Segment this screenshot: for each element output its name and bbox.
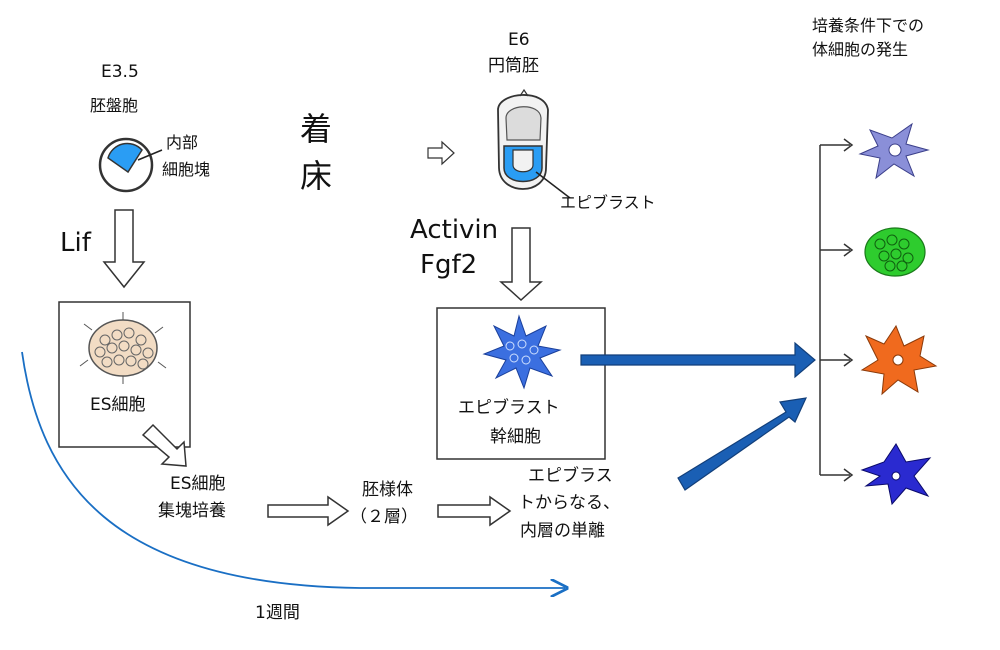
blastocyst-stage-label: E3.5: [101, 62, 139, 82]
somatic-purple-icon: [858, 122, 930, 180]
aggregate-label-line2: 集塊培養: [158, 501, 226, 521]
embryoid-label-line1: 胚様体: [362, 480, 413, 500]
epiblast-label: エピブラスト: [560, 193, 656, 212]
timeline-curve: [21, 351, 565, 588]
egg-cylinder-stage-label: E6: [508, 30, 530, 50]
activin-label: Activin: [410, 215, 499, 245]
embryoid-to-separation-arrow: [437, 495, 512, 527]
aggregate-to-embryoid-arrow: [267, 495, 350, 527]
aggregate-label-line1: ES細胞: [170, 474, 226, 494]
embryoid-label-line2: （２層）: [350, 507, 418, 527]
somatic-header-line1: 培養条件下での: [812, 16, 925, 35]
epi-to-somatic-arrow: [580, 341, 816, 379]
implantation-arrow: [427, 140, 455, 166]
somatic-blue-icon: [860, 443, 932, 506]
epi-colony-icon: [482, 314, 562, 390]
egg-cylinder-icon: [497, 88, 571, 199]
somatic-bracket: [819, 138, 854, 482]
blastocyst-label: 胚盤胞: [90, 96, 139, 115]
separation-label-line2: トからなる、: [518, 493, 620, 513]
somatic-orange-icon: [860, 324, 938, 396]
lif-arrow: [102, 209, 146, 289]
somatic-green-icon: [864, 227, 926, 277]
separation-label-line1: エピブラス: [528, 466, 613, 486]
icm-label-line1: 内部: [166, 133, 199, 152]
timeline-label: 1週間: [255, 603, 300, 623]
separation-to-somatic-arrow: [677, 397, 808, 491]
activin-arrow: [499, 227, 543, 302]
es-cell-label: ES細胞: [90, 395, 146, 415]
implantation-label-line2: 床: [300, 157, 333, 195]
separation-label-line3: 内層の単離: [520, 521, 605, 541]
icm-label-line2: 細胞塊: [162, 160, 211, 179]
somatic-header-line2: 体細胞の発生: [812, 40, 909, 59]
es-colony-icon: [79, 312, 167, 384]
lif-label: Lif: [60, 228, 91, 258]
egg-cylinder-label: 円筒胚: [488, 56, 539, 76]
epi-stem-label-line2: 幹細胞: [490, 427, 541, 447]
blastocyst-icon: [98, 137, 163, 193]
implantation-label-line1: 着: [300, 110, 333, 148]
epi-stem-label-line1: エピブラスト: [458, 398, 560, 418]
es-to-aggregate-arrow: [141, 423, 187, 467]
fgf2-label: Fgf2: [420, 250, 478, 280]
